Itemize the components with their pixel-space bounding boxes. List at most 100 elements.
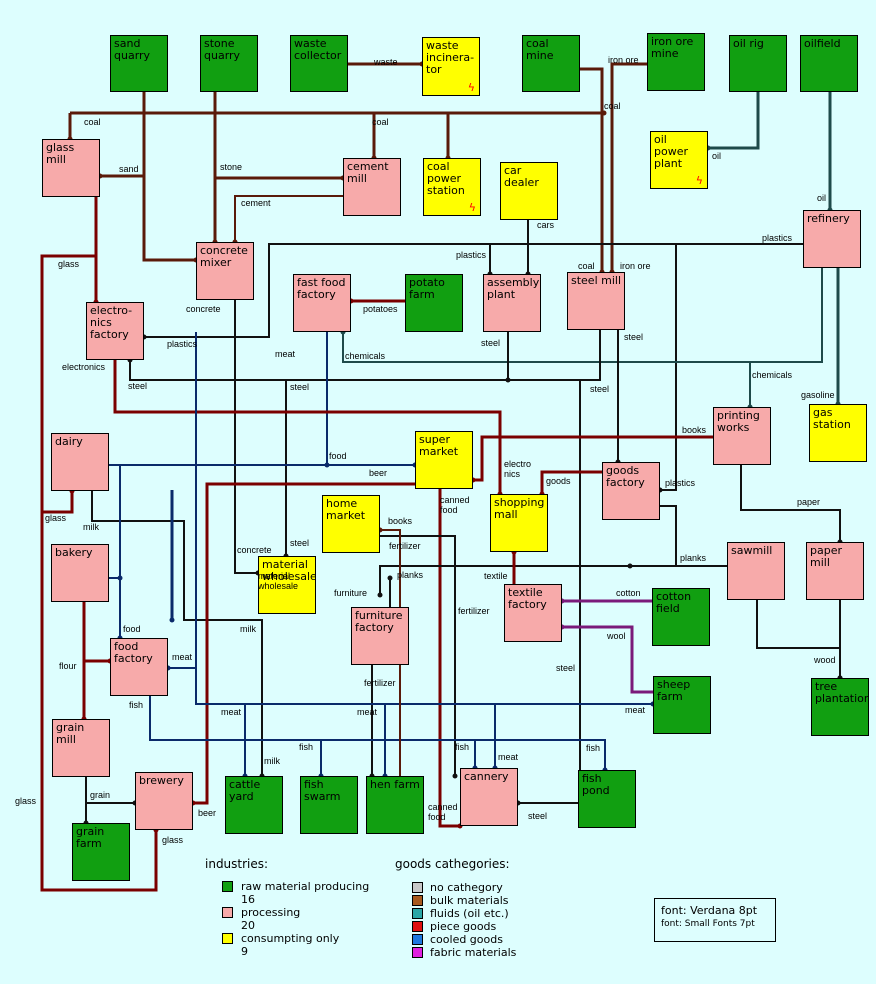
connection-line-none — [91, 491, 263, 776]
industry-name: material wholesale — [262, 558, 316, 583]
industry-name: cannery — [464, 770, 509, 783]
industry-node-waste-incinerator[interactable]: waste incinera- tor ϟ — [422, 37, 480, 96]
connection-label: textile — [484, 571, 508, 581]
connection-line-piece — [540, 470, 602, 494]
industry-node-iron-ore-mine[interactable]: iron ore mine — [647, 33, 705, 91]
connection-label: flour — [59, 661, 77, 671]
connection-line-bulk — [142, 92, 196, 262]
connection-label: electronics — [62, 362, 106, 372]
industry-node-cement-mill[interactable]: cement mill — [343, 158, 401, 216]
industry-node-sawmill[interactable]: sawmill — [727, 542, 785, 600]
industry-node-cotton-field[interactable]: cotton field — [652, 588, 710, 646]
industry-node-brewery[interactable]: brewery — [135, 772, 193, 830]
goods-swatch — [412, 921, 423, 932]
industry-node-gas-station[interactable]: gas station — [809, 404, 867, 462]
connection-label: plastics — [665, 478, 696, 488]
industry-node-super-market[interactable]: super market — [415, 431, 473, 489]
industry-node-grain-mill[interactable]: grain mill — [52, 719, 110, 777]
connection-label: meat — [172, 652, 193, 662]
connection-label: cement — [241, 198, 271, 208]
industry-node-concrete-mixer[interactable]: concrete mixer — [196, 242, 254, 300]
industry-name: grain mill — [56, 721, 85, 746]
consumer-legend-count: 9 — [241, 945, 248, 958]
industry-node-refinery[interactable]: refinery — [803, 210, 861, 268]
industry-node-fish-pond[interactable]: fish pond — [578, 770, 636, 828]
connection-label: books — [388, 516, 413, 526]
goods-legend-title: goods cathegories: — [395, 857, 510, 871]
connection-label: canned food — [428, 802, 458, 822]
connection-line-none — [234, 300, 258, 574]
goods-swatch — [412, 908, 423, 919]
industry-node-sheep-farm[interactable]: sheep farm — [653, 676, 711, 734]
connection-line-none — [144, 243, 803, 338]
connection-label: iron ore — [620, 261, 651, 271]
industry-node-fast-food-factory[interactable]: fast food factory — [293, 274, 351, 332]
connection-line-none — [129, 330, 601, 381]
industry-node-food-factory[interactable]: food factory — [110, 638, 168, 696]
industry-node-stone-quarry[interactable]: stone quarry — [200, 35, 258, 92]
connection-label: beer — [198, 808, 217, 818]
connection-label: steel — [290, 538, 310, 548]
connection-label: concrete — [186, 304, 221, 314]
industry-node-electronics-factory[interactable]: electro- nics factory — [86, 302, 144, 360]
industry-node-home-market[interactable]: home market — [322, 495, 380, 553]
connection-label: steel — [481, 338, 501, 348]
industry-node-hen-farm[interactable]: hen farm — [366, 776, 424, 834]
industry-name: home market — [326, 497, 366, 522]
font-info-verdana: font: Verdana 8pt — [661, 904, 758, 917]
connection-label: meat — [498, 752, 519, 762]
industry-node-goods-factory[interactable]: goods factory — [602, 462, 660, 520]
power-icon: ϟ — [467, 81, 475, 94]
industry-node-tree-plantation[interactable]: tree plantation — [811, 678, 869, 736]
industry-node-oilfield[interactable]: oilfield — [800, 35, 858, 92]
industry-node-car-dealer[interactable]: car dealer — [500, 162, 558, 220]
industry-node-shopping-mall[interactable]: shopping mall — [490, 494, 548, 552]
industry-name: waste incinera- tor — [426, 39, 475, 76]
connection-label: oil — [712, 151, 722, 161]
industry-node-textile-factory[interactable]: textile factory — [504, 584, 562, 642]
industry-node-furniture-factory[interactable]: furniture factory — [351, 607, 409, 665]
industry-name: sand quarry — [114, 37, 151, 62]
industry-node-oil-rig[interactable]: oil rig — [729, 35, 787, 92]
connection-label: steel — [624, 332, 644, 342]
industry-node-printing-works[interactable]: printing works — [713, 407, 771, 465]
industry-node-paper-mill[interactable]: paper mill — [806, 542, 864, 600]
industry-name: iron ore mine — [651, 35, 694, 60]
connection-label: steel — [290, 382, 310, 392]
connection-label: wood — [814, 655, 836, 665]
connection-label: glass — [15, 796, 37, 806]
goods-legend-label: no cathegory — [430, 881, 503, 894]
connection-label: coal — [578, 261, 595, 271]
industry-node-bakery[interactable]: bakery — [51, 544, 109, 602]
industry-name: shopping mall — [494, 496, 545, 521]
goods-swatch — [412, 934, 423, 945]
connection-line-piece — [438, 489, 460, 828]
industry-node-glass-mill[interactable]: glass mill — [42, 139, 100, 197]
connection-line-bulk — [580, 67, 604, 272]
industry-name: brewery — [139, 774, 184, 787]
industry-name: car dealer — [504, 164, 539, 189]
connection-label: oil — [817, 193, 827, 203]
connection-label: food — [123, 624, 141, 634]
industry-node-fish-swarm[interactable]: fish swarm — [300, 776, 358, 834]
industry-node-grain-farm[interactable]: grain farm — [72, 823, 130, 881]
industry-node-cannery[interactable]: cannery — [460, 768, 518, 826]
industry-node-cattle-yard[interactable]: cattle yard — [225, 776, 283, 834]
industries-legend-title: industries: — [205, 857, 269, 871]
connection-label: fertilizer — [389, 541, 421, 551]
power-icon: ϟ — [468, 201, 476, 214]
industry-node-assembly-plant[interactable]: assembly plant — [483, 274, 541, 332]
connection-label: plastics — [456, 250, 487, 260]
industry-node-coal-mine[interactable]: coal mine — [522, 35, 580, 92]
industry-node-dairy[interactable]: dairy — [51, 433, 109, 491]
industry-node-waste-collector[interactable]: waste collector — [290, 35, 348, 92]
industry-node-sand-quarry[interactable]: sand quarry — [110, 35, 168, 92]
industry-node-steel-mill[interactable]: steel mill — [567, 272, 625, 330]
industry-node-potato-farm[interactable]: potato farm — [405, 274, 463, 332]
connection-line-cooled — [149, 696, 606, 770]
connection-line-piece — [193, 482, 415, 805]
connection-label: steel — [556, 663, 576, 673]
industry-node-material-wholesale[interactable]: material wholesale — [258, 556, 316, 614]
